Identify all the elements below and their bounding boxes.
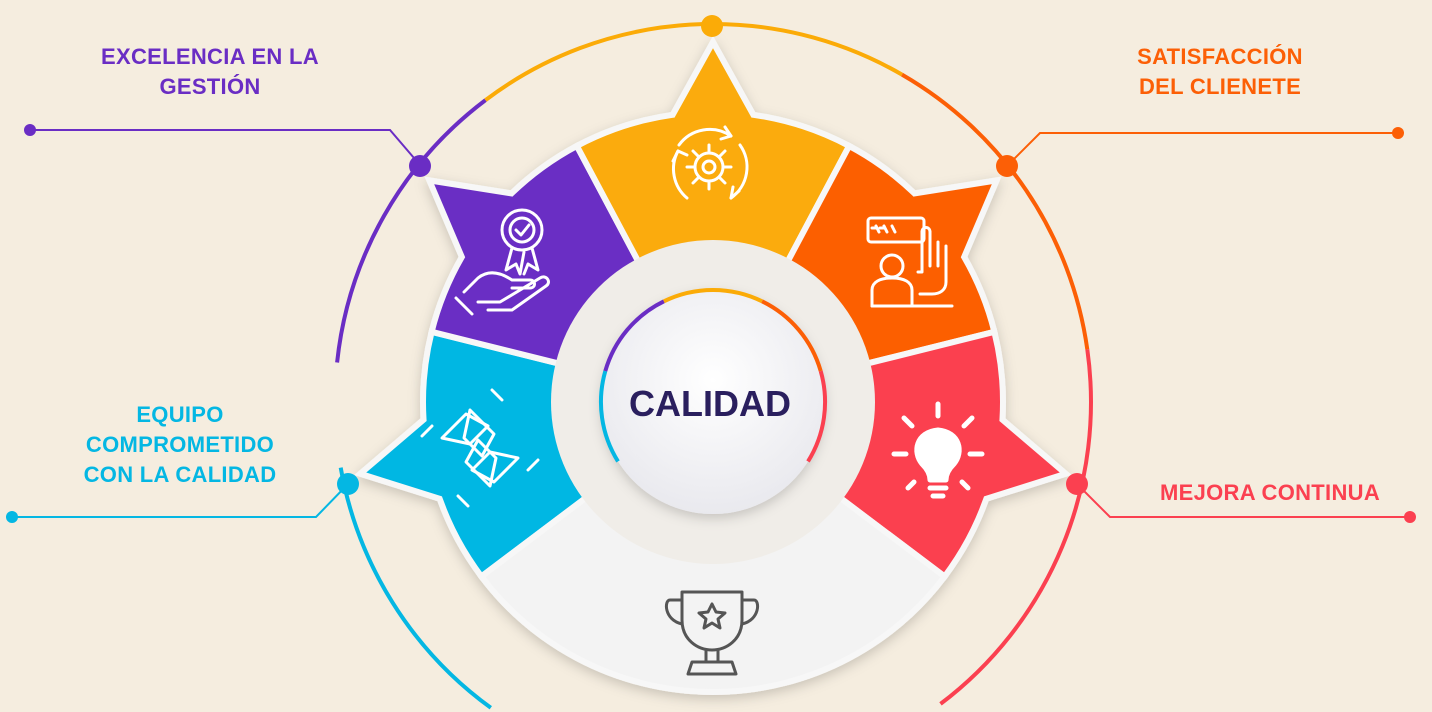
- connector-lines: [6, 15, 1416, 523]
- label-satisfaccion: SATISFACCIÓN DEL CLIENETE: [1080, 42, 1360, 102]
- label-excelencia-line1: EXCELENCIA EN LA: [101, 44, 319, 69]
- dot-top-ring: [701, 15, 723, 37]
- dot-satisfaccion-ring: [996, 155, 1018, 177]
- dot-mejora-ring: [1066, 473, 1088, 495]
- connector-satisfaccion: [1006, 132, 1398, 167]
- label-excelencia-line2: GESTIÓN: [159, 74, 261, 99]
- label-equipo-line2: COMPROMETIDO: [85, 432, 275, 457]
- hub-accent-arcs: [598, 287, 828, 463]
- connector-mejora: [1076, 483, 1410, 518]
- trophy-icon: [664, 590, 760, 676]
- label-equipo-line1: EQUIPO: [136, 402, 224, 427]
- customer-rating-icon: [866, 216, 954, 308]
- label-mejora: MEJORA CONTINUA: [1110, 478, 1430, 508]
- segment-icons: [420, 125, 985, 676]
- hub-arc-2: [663, 287, 763, 304]
- hub-disc: [601, 290, 825, 514]
- label-excelencia: EXCELENCIA EN LA GESTIÓN: [40, 42, 380, 102]
- gear-cycle-icon: [671, 125, 749, 200]
- dot-satisfaccion-end: [1392, 127, 1404, 139]
- hub-arc-1: [603, 299, 665, 372]
- outer-arc-red: [939, 349, 1093, 706]
- award-hand-icon: [454, 208, 550, 316]
- connector-excelencia: [30, 129, 421, 166]
- label-satisfaccion-line2: DEL CLIENETE: [1138, 74, 1302, 99]
- outer-arc-purple: [335, 98, 487, 363]
- center-title: CALIDAD: [629, 383, 791, 424]
- hub-arc-0: [598, 370, 620, 463]
- label-mejora-line1: MEJORA CONTINUA: [1159, 480, 1381, 505]
- outer-arc-orange: [900, 72, 1090, 350]
- hub-arc-3: [761, 299, 823, 372]
- lightbulb-icon: [891, 401, 985, 499]
- dot-mejora-end: [1404, 511, 1416, 523]
- connector-equipo: [12, 483, 349, 518]
- dot-equipo-end: [6, 511, 18, 523]
- label-equipo: EQUIPO COMPROMETIDO CON LA CALIDAD: [30, 400, 330, 490]
- dot-excelencia-end: [24, 124, 36, 136]
- label-equipo-line3: CON LA CALIDAD: [83, 462, 277, 487]
- handshake-circle-icon: [420, 388, 540, 508]
- dot-equipo-ring: [337, 473, 359, 495]
- outer-arc-yellow: [484, 22, 903, 102]
- label-satisfaccion-line1: SATISFACCIÓN: [1137, 44, 1303, 69]
- outer-arc-cyan: [338, 467, 492, 710]
- hub-arc-4: [806, 370, 828, 463]
- outer-ring: [335, 22, 1093, 710]
- dot-excelencia-ring: [409, 155, 431, 177]
- center-hub: [551, 240, 875, 564]
